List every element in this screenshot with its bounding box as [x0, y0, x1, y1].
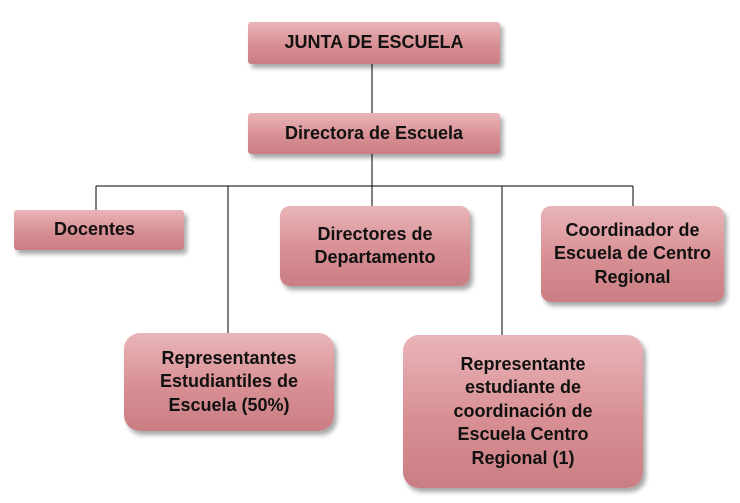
node-directores-de-departamento: Directores de Departamento [280, 206, 470, 286]
node-directora-de-escuela-label: Directora de Escuela [284, 122, 464, 143]
node-junta-de-escuela-label: JUNTA DE ESCUELA [284, 32, 464, 53]
node-coordinador: Coordinador de Escuela de Centro Regiona… [541, 206, 724, 302]
node-representante-estudiante: Representante estudiante de coordinación… [403, 335, 643, 488]
node-directores-de-departamento-label: Directores de Departamento [314, 223, 436, 267]
node-representantes-estudiantiles-label: Representantes Estudiantiles de Escuela … [159, 347, 299, 415]
node-docentes-label: Docentes [54, 219, 136, 240]
node-directora-de-escuela: Directora de Escuela [248, 113, 500, 154]
node-docentes: Docentes [14, 210, 184, 250]
node-junta-de-escuela: JUNTA DE ESCUELA [248, 22, 500, 64]
node-coordinador-label: Coordinador de Escuela de Centro Regiona… [553, 219, 712, 287]
node-representantes-estudiantiles: Representantes Estudiantiles de Escuela … [124, 333, 334, 431]
node-representante-estudiante-label: Representante estudiante de coordinación… [453, 354, 593, 468]
